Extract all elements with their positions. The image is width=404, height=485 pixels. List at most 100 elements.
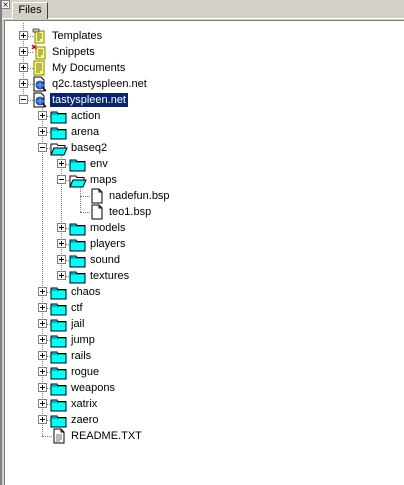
tree-connector-line (42, 404, 44, 420)
tree-item-label: rails (71, 350, 92, 362)
close-icon[interactable]: × (1, 0, 10, 9)
tree-item[interactable]: teo1.bsp (5, 204, 395, 220)
tree-connector-line (42, 132, 44, 148)
tree-item[interactable]: Templates (5, 28, 395, 44)
tree-connector-line (80, 196, 82, 212)
tree-item-label: chaos (71, 286, 101, 298)
tree-item[interactable]: action (5, 108, 395, 124)
folder-icon (50, 332, 68, 348)
tree-connector-line (42, 308, 52, 310)
collapse-icon[interactable] (19, 95, 28, 104)
folder-icon (69, 236, 87, 252)
collapse-icon[interactable] (38, 143, 47, 152)
tree-connector-line (23, 36, 25, 52)
folder-icon (50, 124, 68, 140)
ftp-site-icon (31, 76, 49, 92)
tree-item[interactable]: models (5, 220, 395, 236)
folder-icon (69, 220, 87, 236)
tree-item[interactable]: zaero (5, 412, 395, 428)
expand-icon[interactable] (38, 335, 47, 344)
expand-icon[interactable] (57, 239, 66, 248)
tree-item-label: q2c.tastyspleen.net (52, 78, 147, 90)
file-icon (88, 188, 106, 204)
tree-item[interactable]: xatrix (5, 396, 395, 412)
expand-icon[interactable] (57, 223, 66, 232)
tree-item[interactable]: chaos (5, 284, 395, 300)
folder-icon (50, 348, 68, 364)
templates-icon (31, 28, 49, 44)
tree-connector-line (23, 52, 25, 68)
tree-item[interactable]: weapons (5, 380, 395, 396)
tree-item[interactable]: jail (5, 316, 395, 332)
expand-icon[interactable] (38, 383, 47, 392)
tree-item[interactable]: players (5, 236, 395, 252)
tab-files[interactable]: Files (12, 2, 48, 19)
tree-connector-line (42, 372, 44, 388)
tree-connector-line (42, 340, 44, 356)
expand-icon[interactable] (38, 415, 47, 424)
collapse-icon[interactable] (57, 175, 66, 184)
tree-item[interactable]: arena (5, 124, 395, 140)
tree-item[interactable]: rails (5, 348, 395, 364)
tree-item[interactable]: nadefun.bsp (5, 188, 395, 204)
expand-icon[interactable] (19, 31, 28, 40)
expand-icon[interactable] (38, 319, 47, 328)
tree-item-label: tastyspleen.net (49, 92, 129, 108)
tree-connector-line (61, 244, 71, 246)
tree-connector-line (42, 436, 52, 438)
tree-item[interactable]: jump (5, 332, 395, 348)
expand-icon[interactable] (19, 47, 28, 56)
tree-connector-line (42, 372, 52, 374)
tree-item-label: Snippets (52, 46, 95, 58)
expand-icon[interactable] (57, 271, 66, 280)
tree-item[interactable]: ctf (5, 300, 395, 316)
expand-icon[interactable] (38, 111, 47, 120)
tree-item-label: models (90, 222, 126, 234)
tree-item[interactable]: sound (5, 252, 395, 268)
tree-item[interactable]: baseq2 (5, 140, 395, 156)
tree-connector-line (42, 308, 44, 324)
expand-icon[interactable] (38, 127, 47, 136)
tree-item-label: jump (71, 334, 95, 346)
expand-icon[interactable] (19, 63, 28, 72)
tree-connector-line (42, 420, 44, 436)
expand-icon[interactable] (38, 399, 47, 408)
window-left-edge (0, 0, 2, 485)
tree-item-label: nadefun.bsp (109, 190, 170, 202)
tree-item[interactable]: README.TXT (5, 428, 395, 444)
tree-connector-line (23, 36, 33, 38)
tree-connector-line (61, 228, 71, 230)
tree-item-label: textures (90, 270, 130, 282)
tree-item-label: maps (90, 174, 117, 186)
tree-connector-line (23, 100, 33, 102)
tree-item[interactable]: q2c.tastyspleen.net (5, 76, 395, 92)
tree-item-label: teo1.bsp (109, 206, 152, 218)
tree-connector-line (42, 116, 44, 132)
tree-connector-line (61, 164, 63, 180)
tree-item[interactable]: maps (5, 172, 395, 188)
folder-icon (50, 364, 68, 380)
tree-item[interactable]: rogue (5, 364, 395, 380)
tree-connector-line (23, 68, 33, 70)
tree-item[interactable]: tastyspleen.net (5, 92, 395, 108)
expand-icon[interactable] (38, 303, 47, 312)
expand-icon[interactable] (38, 287, 47, 296)
tree-connector-line (42, 292, 44, 308)
tree-item[interactable]: My Documents (5, 60, 395, 76)
expand-icon[interactable] (38, 367, 47, 376)
expand-icon[interactable] (57, 255, 66, 264)
expand-icon[interactable] (19, 79, 28, 88)
expand-icon[interactable] (57, 159, 66, 168)
expand-icon[interactable] (38, 351, 47, 360)
tree-item[interactable]: env (5, 156, 395, 172)
tree-item[interactable]: Snippets (5, 44, 395, 60)
tree-connector-line (42, 356, 44, 372)
tree-connector-line (23, 84, 25, 100)
tree-connector-line (23, 23, 25, 36)
tree-connector-line (42, 148, 52, 150)
tree-item-label: arena (71, 126, 100, 138)
tree-item[interactable]: textures (5, 268, 395, 284)
tree-connector-line (42, 324, 52, 326)
